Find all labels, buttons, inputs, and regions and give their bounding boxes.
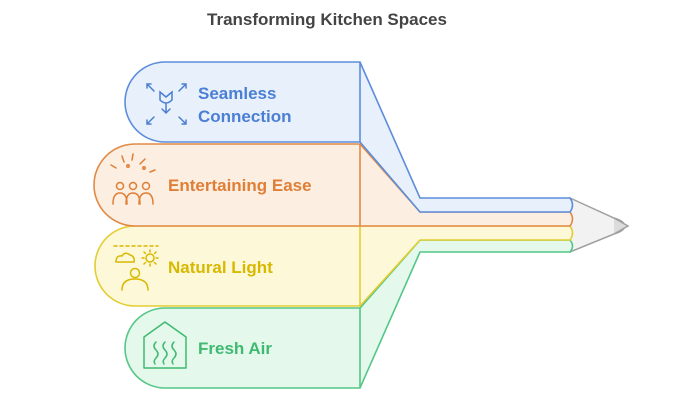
label-natural-light: Natural Light [168, 258, 273, 277]
label-seamless-line1: Seamless [198, 84, 276, 103]
converge-arrows-icon [146, 83, 187, 125]
label-fresh-air: Fresh Air [198, 339, 272, 358]
people-celebration-icon [110, 153, 156, 205]
band-natural-light [94, 225, 574, 307]
diagram-title: Transforming Kitchen Spaces [207, 10, 447, 29]
house-air-icon [143, 321, 187, 369]
label-entertaining-ease: Entertaining Ease [168, 176, 312, 195]
band-entertaining-ease [93, 143, 574, 227]
person-sun-icon [113, 245, 159, 291]
pencil-tip [569, 196, 630, 254]
label-seamless-line2: Connection [198, 107, 292, 126]
band-seamless-connection [124, 61, 574, 213]
